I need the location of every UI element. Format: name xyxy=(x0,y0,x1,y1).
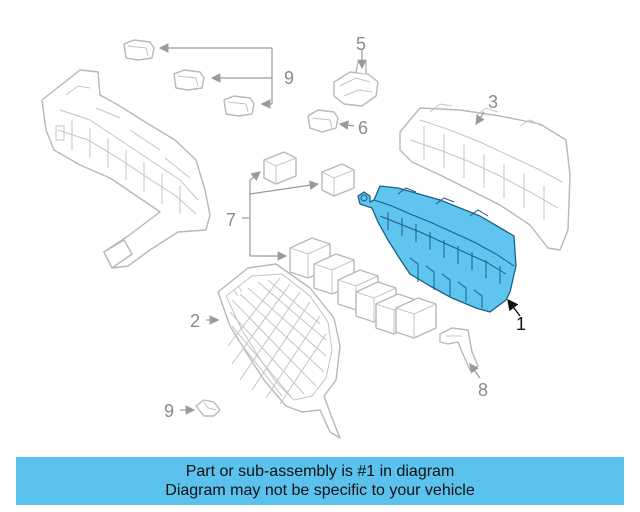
part-3-fuse-carrier xyxy=(399,103,571,251)
part-9-connectors xyxy=(123,39,255,117)
part-8-clip xyxy=(439,327,479,371)
callout-8: 8 xyxy=(478,380,488,400)
parts-diagram: 9 5 6 3 xyxy=(41,34,571,439)
callout-1: 1 xyxy=(516,314,526,334)
callout-9-top: 9 xyxy=(284,68,294,88)
info-banner: Part or sub-assembly is #1 in diagram Di… xyxy=(16,457,624,505)
callout-6: 6 xyxy=(358,118,368,138)
part-1-relay-carrier-highlighted xyxy=(357,185,517,313)
banner-line-2: Diagram may not be specific to your vehi… xyxy=(165,482,475,499)
callout-7: 7 xyxy=(226,210,236,230)
part-2-cover xyxy=(217,263,341,439)
part-6-connector xyxy=(307,109,339,133)
callout-5: 5 xyxy=(356,34,366,54)
part-9-clip-bottom xyxy=(195,399,221,417)
callout-9-bottom: 9 xyxy=(164,401,174,421)
part-4-fuse-carrier xyxy=(41,69,211,269)
banner-line-1: Part or sub-assembly is #1 in diagram xyxy=(185,463,455,480)
part-7-relays xyxy=(263,151,437,339)
callout-3: 3 xyxy=(488,92,498,112)
part-5-connector xyxy=(333,61,379,107)
callout-2: 2 xyxy=(190,311,200,331)
